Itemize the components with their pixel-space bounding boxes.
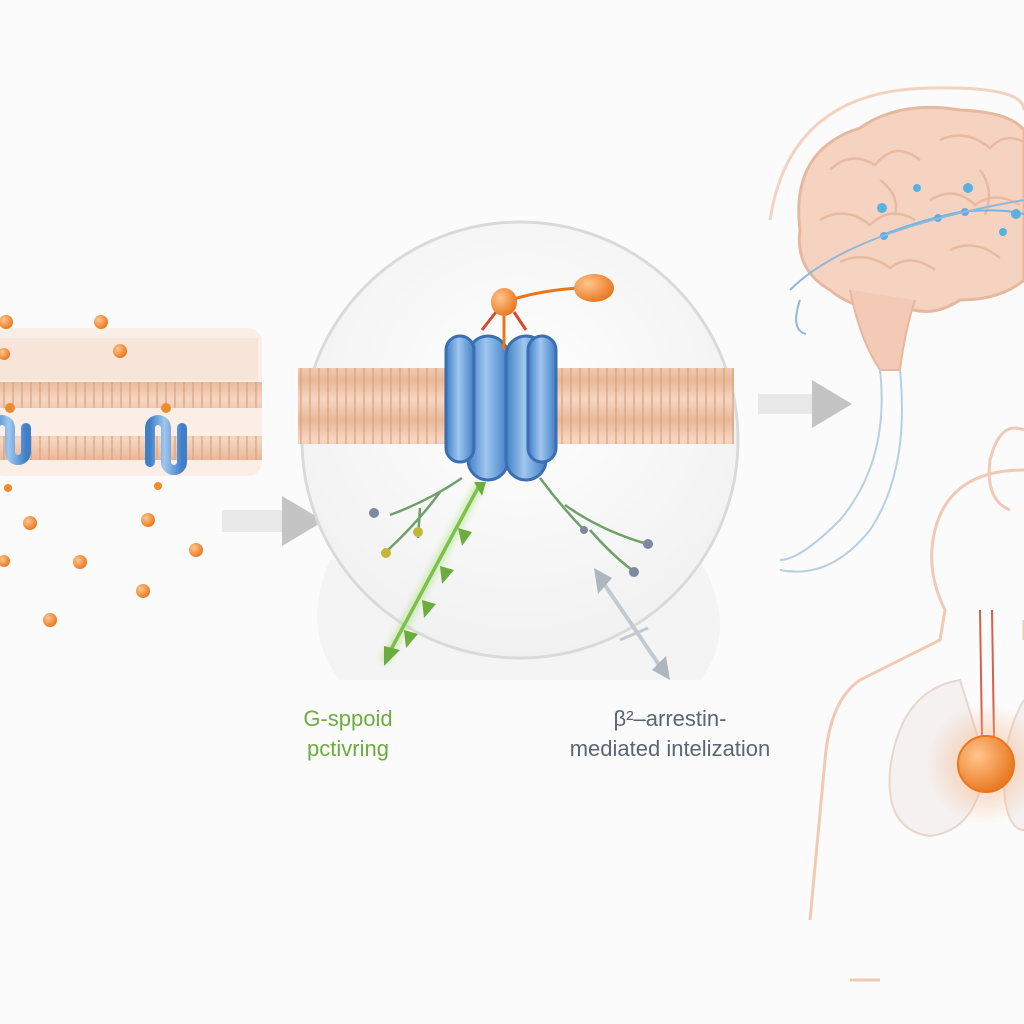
flow-arrow-2 bbox=[758, 380, 852, 428]
membrane-bilayer-lower bbox=[0, 436, 262, 460]
ligand-particles bbox=[0, 315, 203, 627]
arrestin-subunits bbox=[538, 477, 645, 571]
gpcr-receptor-icon bbox=[0, 415, 31, 465]
g-protein-signaling-arrow bbox=[379, 481, 486, 666]
opioid-ligand-icon bbox=[480, 274, 614, 350]
opioid-ligand-icon bbox=[154, 482, 162, 490]
nerve-fiber bbox=[789, 199, 1024, 291]
descending-nerves bbox=[779, 369, 903, 573]
flow-arrow-1 bbox=[222, 496, 324, 546]
heart-icon bbox=[957, 735, 1015, 793]
opioid-ligand-icon bbox=[5, 403, 15, 413]
opioid-ligand-icon bbox=[4, 484, 12, 492]
nerve-fiber bbox=[795, 299, 807, 335]
label-beta-arrestin: β²–arrestin- mediated intelization bbox=[540, 704, 800, 764]
arrestin-internalization-arrow bbox=[594, 568, 670, 680]
label-g-protein-line2: pctivring bbox=[307, 736, 389, 761]
label-g-protein-line1: G-sppoid bbox=[303, 706, 393, 731]
receptor-zoom-circle bbox=[298, 220, 740, 680]
opioid-ligand-icon bbox=[161, 403, 171, 413]
label-beta-arrestin-line2: mediated intelization bbox=[569, 736, 771, 761]
membrane-bilayer-upper bbox=[0, 382, 262, 408]
human-torso-icon bbox=[808, 426, 1024, 982]
brainstem bbox=[849, 289, 916, 371]
label-g-protein: G-sppoid pctivring bbox=[258, 704, 438, 764]
gpcr-receptor-icon bbox=[145, 415, 187, 475]
gpcr-receptor-icon bbox=[444, 334, 558, 482]
brain-icon bbox=[768, 86, 1024, 371]
label-beta-arrestin-line1: β²–arrestin- bbox=[613, 706, 727, 731]
membrane-panel-left bbox=[0, 328, 262, 492]
